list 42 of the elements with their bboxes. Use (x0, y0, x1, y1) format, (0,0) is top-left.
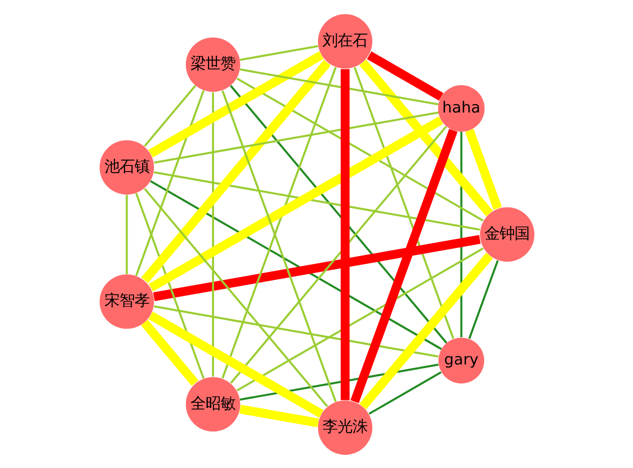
connector (140, 319, 198, 386)
connector (239, 68, 438, 105)
connector (239, 44, 318, 60)
node-circle: 金钟国 (480, 206, 534, 262)
connector (148, 310, 324, 418)
node-circle: 池石镇 (99, 140, 154, 194)
connector (358, 252, 492, 409)
connector (212, 92, 214, 376)
connector (152, 234, 480, 301)
connector (134, 192, 204, 378)
connector (143, 188, 328, 407)
node-circle: 刘在石 (317, 14, 372, 68)
connector (230, 125, 446, 384)
connector (148, 116, 443, 292)
connector (464, 128, 502, 210)
connector (140, 59, 330, 283)
connector (366, 50, 443, 100)
node-circle: gary (438, 337, 484, 383)
connector (229, 84, 447, 344)
node-circle: 宋智孝 (99, 274, 154, 328)
connector (125, 194, 128, 274)
connector (340, 68, 350, 400)
node-circle: 梁世赞 (185, 36, 240, 92)
connector (150, 180, 442, 350)
connector (368, 370, 442, 414)
connector (153, 304, 438, 358)
connector (148, 50, 324, 158)
connector (143, 84, 196, 146)
connector (358, 59, 492, 216)
node-circle: 全昭敏 (185, 376, 240, 432)
node-circle: haha (438, 84, 484, 132)
connector (134, 90, 204, 276)
connector (468, 260, 498, 338)
node-circle: 李光洙 (317, 400, 372, 454)
connector (460, 131, 462, 337)
connector (154, 110, 438, 164)
connector (236, 247, 484, 391)
connector (153, 170, 480, 230)
connector (238, 404, 318, 427)
connector (350, 128, 458, 403)
connector (236, 77, 484, 221)
connector (353, 66, 454, 338)
